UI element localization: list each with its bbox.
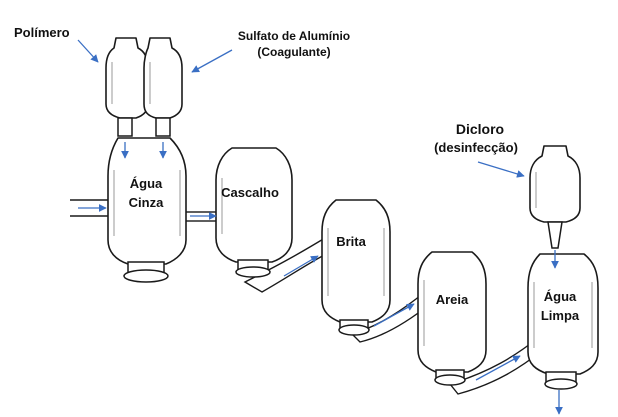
clean-water-label-line2: Limpa: [541, 308, 580, 323]
hose3-arrow: [475, 355, 521, 381]
polymer-pointer-arrow: [77, 39, 99, 63]
inlet-pipe: [70, 199, 110, 217]
gravel-label: Cascalho: [221, 185, 279, 200]
grey-water-bottle: [107, 137, 187, 283]
brita-filter-bottle: [321, 199, 391, 336]
clean-water-label-line1: Água: [544, 289, 577, 304]
grey-water-label-line2: Cinza: [129, 195, 164, 210]
polymer-label: Polímero: [14, 25, 70, 40]
hose2-arrow: [373, 303, 415, 327]
dicloro-dosing-bottle: [529, 145, 581, 249]
brita-label: Brita: [336, 234, 366, 249]
dicloro-label-line1: Dicloro: [456, 121, 504, 137]
hose1-arrow: [283, 255, 319, 277]
sand-label: Areia: [436, 292, 469, 307]
dicloro-label-line2: (desinfecção): [434, 140, 518, 155]
sulfate-label-line1: Sulfato de Alumínio: [238, 29, 350, 43]
sulfate-pointer-arrow: [191, 49, 233, 73]
sulfate-dosing-bottle: [143, 37, 183, 137]
sand-filter-bottle: [417, 251, 487, 386]
dicloro-pointer-arrow: [477, 161, 525, 178]
gravel-filter-bottle: [215, 147, 293, 278]
grey-water-label-line1: Água: [130, 176, 163, 191]
sulfate-label-line2: (Coagulante): [257, 45, 330, 59]
polymer-dosing-bottle: [105, 37, 149, 137]
clean-water-bottle: [527, 253, 599, 390]
flow-arrows: [77, 39, 563, 415]
